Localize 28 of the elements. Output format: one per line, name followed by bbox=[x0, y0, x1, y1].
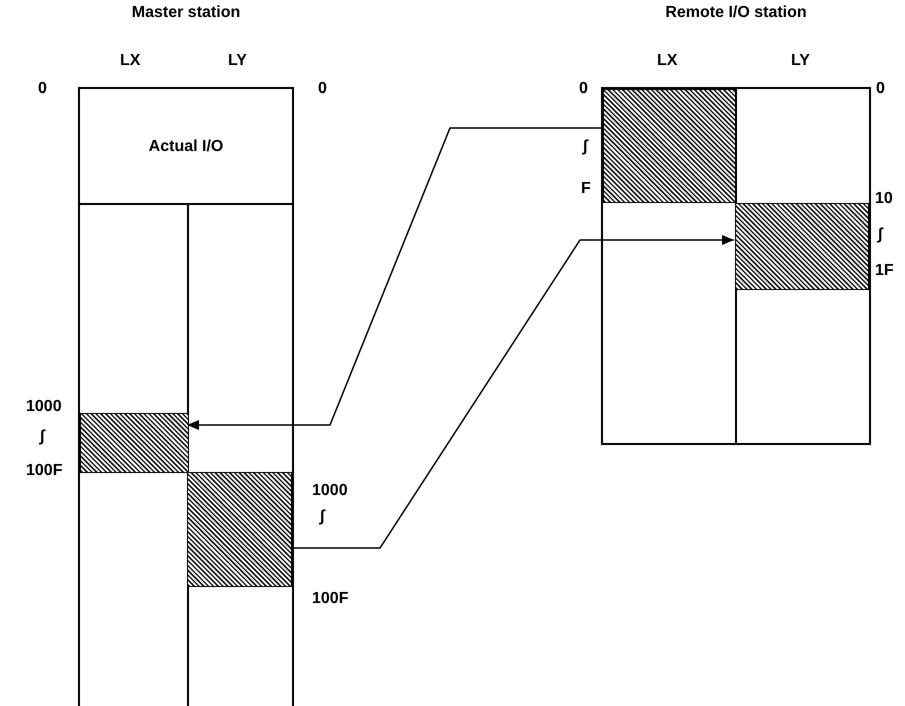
address-label: 1F bbox=[875, 262, 894, 280]
address-label: 10 bbox=[875, 190, 893, 208]
address-label: 1000 bbox=[26, 398, 62, 416]
address-label: 0 bbox=[38, 80, 47, 98]
arrow bbox=[187, 127, 601, 430]
column-header: LY bbox=[228, 52, 247, 70]
address-label: 1000 bbox=[312, 482, 348, 500]
column-header: LY bbox=[791, 52, 810, 70]
station-heading: Remote I/O station bbox=[664, 4, 808, 22]
hatched-memory-block bbox=[603, 89, 736, 203]
address-label: ∫ bbox=[320, 508, 324, 526]
address-label: ∫ bbox=[40, 428, 44, 446]
address-label: F bbox=[581, 180, 591, 198]
address-label: 0 bbox=[579, 80, 588, 98]
address-label: 0 bbox=[318, 80, 327, 98]
column-header: LX bbox=[657, 52, 678, 70]
address-label: ∫ bbox=[878, 226, 882, 244]
address-label: ∫ bbox=[583, 138, 588, 156]
column-header: LX bbox=[120, 52, 140, 70]
hatched-memory-block bbox=[187, 472, 292, 587]
hatched-memory-block bbox=[735, 203, 869, 290]
arrow bbox=[294, 235, 734, 549]
address-label: 100F bbox=[26, 462, 62, 480]
address-label: 0 bbox=[876, 80, 885, 98]
address-label: 100F bbox=[312, 590, 348, 608]
hatched-memory-block bbox=[80, 413, 189, 473]
memory-area: Actual I/O bbox=[80, 89, 292, 205]
station-heading: Master station bbox=[130, 4, 242, 22]
